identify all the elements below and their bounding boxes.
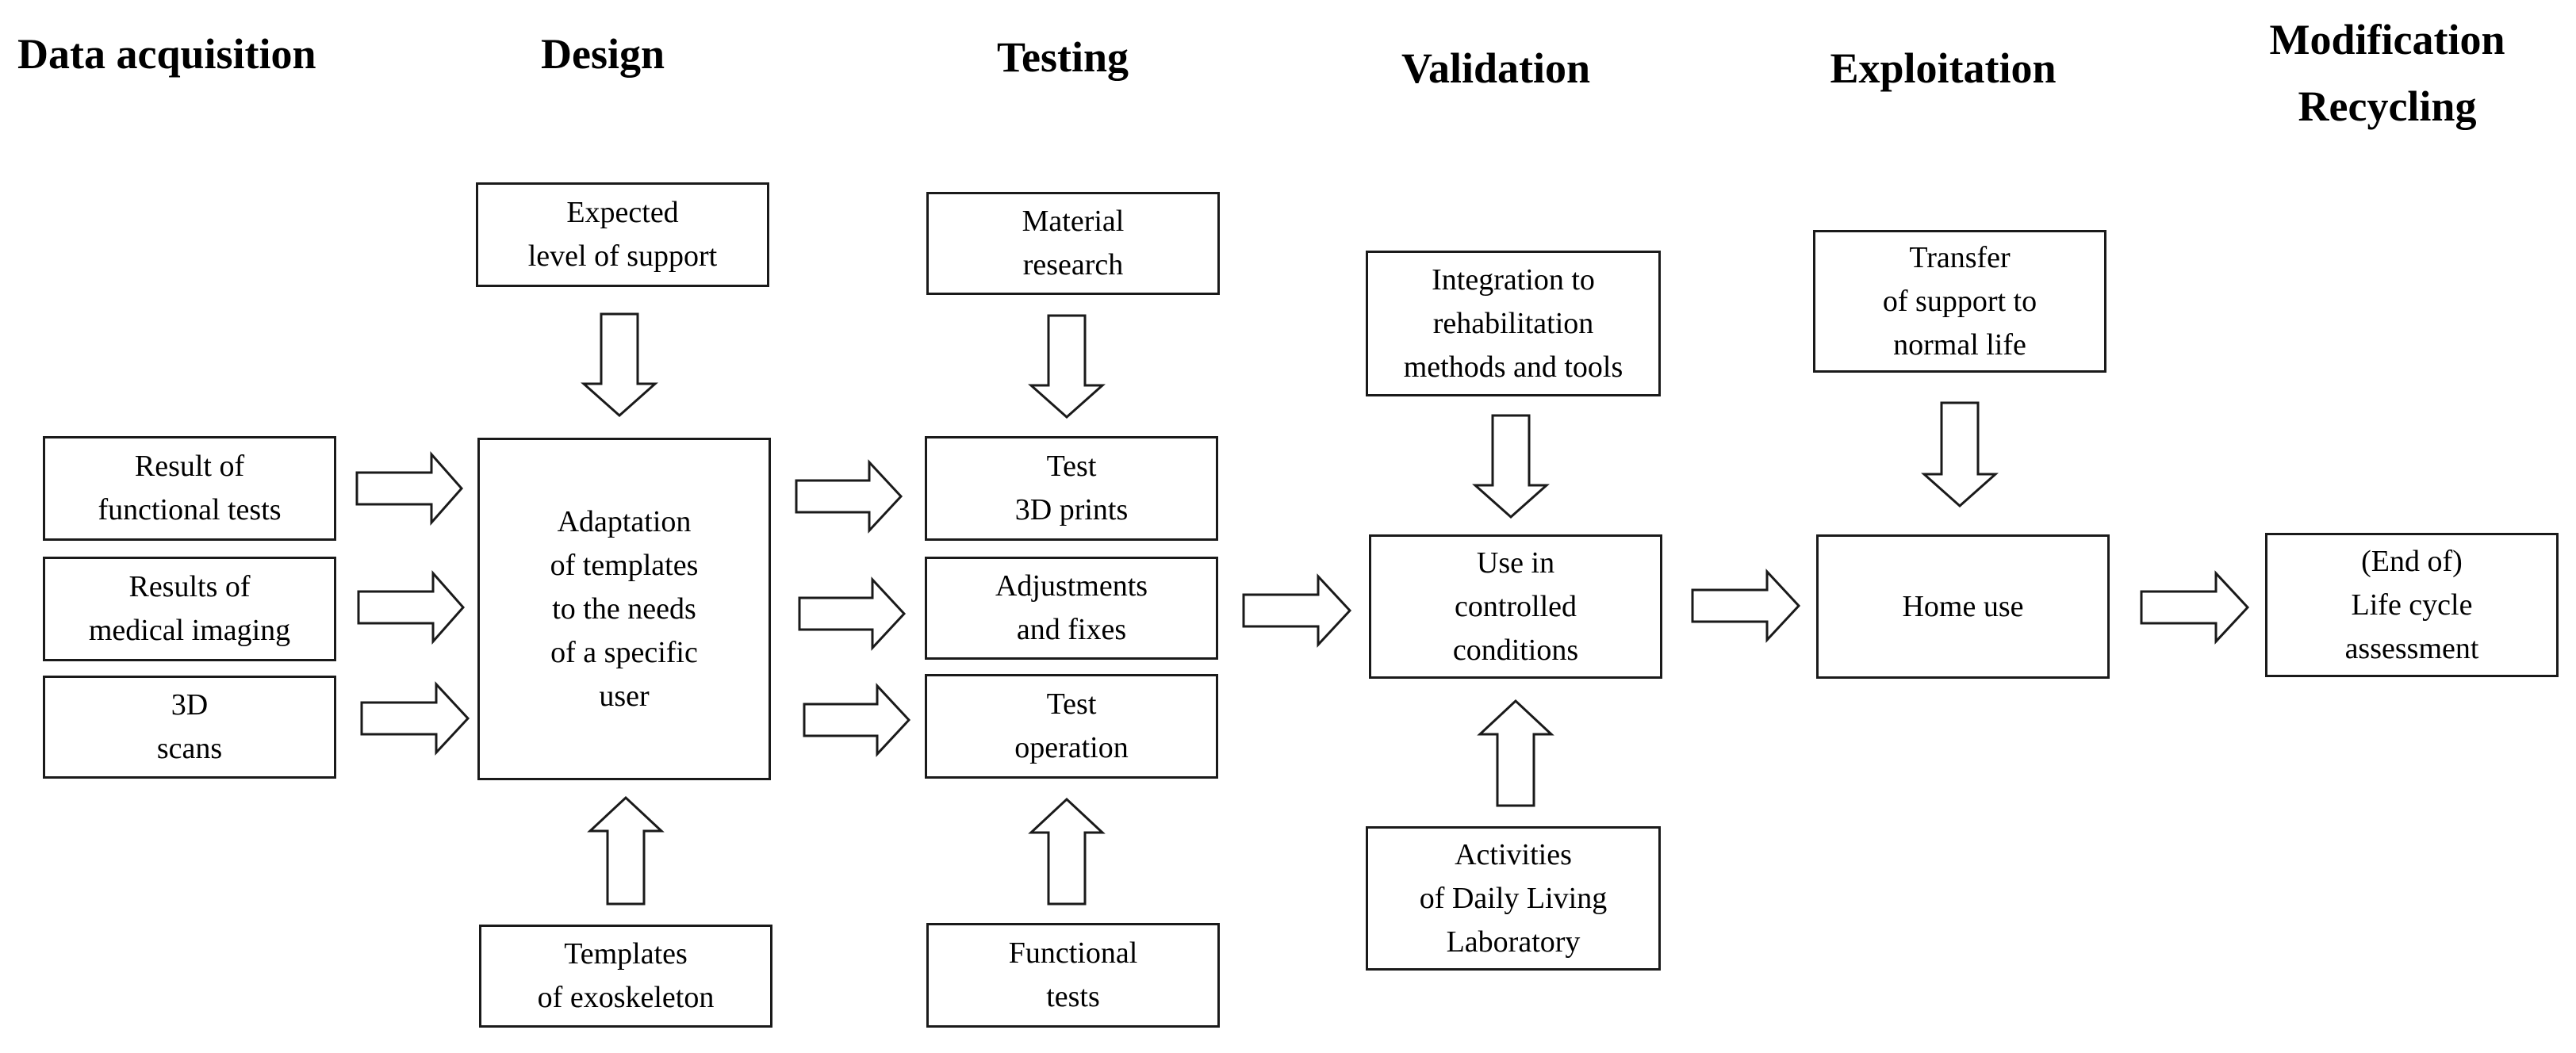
box-line: Laboratory [1446, 925, 1581, 959]
arrow-right [803, 683, 911, 757]
arrow-right [357, 570, 466, 645]
stage-header-modification-line: Modification [2269, 16, 2505, 63]
stage-header-validation: Validation [1401, 44, 1591, 92]
box-line: of exoskeleton [537, 981, 715, 1014]
box-integration-to-rehabilitation: Integration to rehabilitation methods an… [1366, 251, 1661, 396]
box-life-cycle-assessment: (End of) Life cycle assessment [2265, 533, 2559, 677]
box-line: medical imaging [88, 614, 291, 647]
box-line: 3D [171, 688, 209, 722]
box-line: to the needs [552, 592, 696, 626]
box-line: operation [1014, 731, 1129, 764]
box-line: of support to [1882, 284, 2037, 318]
box-adaptation-of-templates: Adaptation of templates to the needs of … [477, 438, 771, 780]
arrow-right [2140, 570, 2250, 645]
arrow-up [587, 795, 665, 906]
arrow-right [1691, 569, 1801, 643]
box-line: Adaptation [557, 504, 692, 538]
box-line: Material [1022, 205, 1125, 238]
box-line: assessment [2344, 631, 2479, 665]
arrow-down [581, 312, 658, 418]
arrow-down [1028, 314, 1106, 419]
box-line: of templates [550, 548, 699, 582]
box-3d-scans: 3D scans [43, 676, 336, 779]
arrow-right [1242, 573, 1352, 648]
box-result-of-functional-tests: Result of functional tests [43, 436, 336, 541]
box-line: 3D prints [1014, 493, 1129, 526]
box-transfer-of-support: Transfer of support to normal life [1813, 230, 2106, 373]
box-line: Templates [564, 937, 688, 971]
box-line: rehabilitation [1432, 306, 1594, 340]
box-activities-of-daily-living-laboratory: Activities of Daily Living Laboratory [1366, 826, 1661, 971]
box-line: (End of) [2361, 544, 2463, 578]
box-line: of a specific [550, 635, 698, 669]
arrow-right [360, 681, 470, 756]
stage-header-exploitation: Exploitation [1830, 44, 2057, 92]
stage-header-testing: Testing [996, 33, 1129, 81]
box-templates-of-exoskeleton: Templates of exoskeleton [479, 925, 772, 1028]
box-line: Test [1046, 687, 1097, 721]
box-line: of Daily Living [1419, 881, 1608, 915]
arrow-up [1028, 797, 1106, 906]
box-line: research [1022, 248, 1124, 281]
box-line: Life cycle [2351, 588, 2473, 622]
box-line: normal life [1893, 327, 2026, 362]
arrow-right [355, 451, 464, 526]
arrow-up [1477, 699, 1554, 807]
box-line: tests [1046, 980, 1100, 1013]
arrow-down [1921, 401, 1999, 508]
stage-header-recycling-line: Recycling [2298, 82, 2477, 130]
box-line: Use in [1476, 546, 1555, 580]
box-line: functional tests [98, 493, 282, 526]
box-functional-tests: Functional tests [926, 923, 1220, 1028]
box-expected-level-of-support: Expected level of support [476, 182, 769, 287]
stage-header-modification: Modification Recycling [2229, 6, 2546, 140]
box-line: and fixes [1016, 613, 1127, 646]
box-test-3d-prints: Test 3D prints [925, 436, 1218, 541]
box-material-research: Material research [926, 192, 1220, 295]
arrow-right [795, 459, 903, 534]
stage-header-data-acquisition: Data acquisition [17, 30, 316, 78]
box-line: Result of [134, 450, 245, 483]
box-line: Integration to [1432, 262, 1595, 297]
box-line: Functional [1008, 936, 1138, 970]
box-line: controlled [1454, 589, 1577, 623]
box-results-of-medical-imaging: Results of medical imaging [43, 557, 336, 661]
box-test-operation: Test operation [925, 674, 1218, 779]
box-line: Adjustments [995, 569, 1148, 603]
box-line: scans [156, 732, 223, 765]
box-adjustments-and-fixes: Adjustments and fixes [925, 557, 1218, 660]
stage-header-design: Design [540, 30, 665, 78]
arrow-right [798, 576, 907, 651]
box-line: level of support [527, 239, 718, 273]
box-line: Results of [128, 570, 251, 603]
box-line: Test [1046, 450, 1097, 483]
box-line: conditions [1452, 633, 1579, 667]
box-line: Expected [566, 196, 679, 229]
arrow-down [1472, 414, 1550, 519]
box-line: Activities [1455, 837, 1572, 871]
box-home-use: Home use [1816, 534, 2110, 679]
box-line: user [599, 679, 650, 713]
box-line: methods and tools [1403, 350, 1623, 384]
box-line: Transfer [1909, 240, 2011, 274]
box-line: Home use [1902, 589, 2024, 623]
box-use-in-controlled-conditions: Use in controlled conditions [1369, 534, 1662, 679]
